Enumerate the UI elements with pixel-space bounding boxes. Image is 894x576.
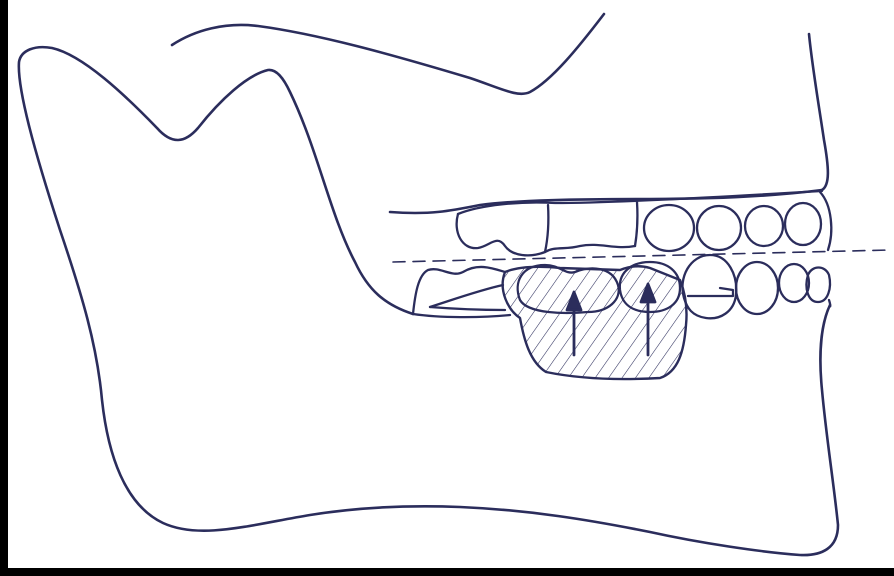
lower-gum-front xyxy=(829,300,830,306)
frame-bottom xyxy=(0,568,894,576)
paper-background xyxy=(8,0,894,568)
frame-left xyxy=(0,0,8,576)
